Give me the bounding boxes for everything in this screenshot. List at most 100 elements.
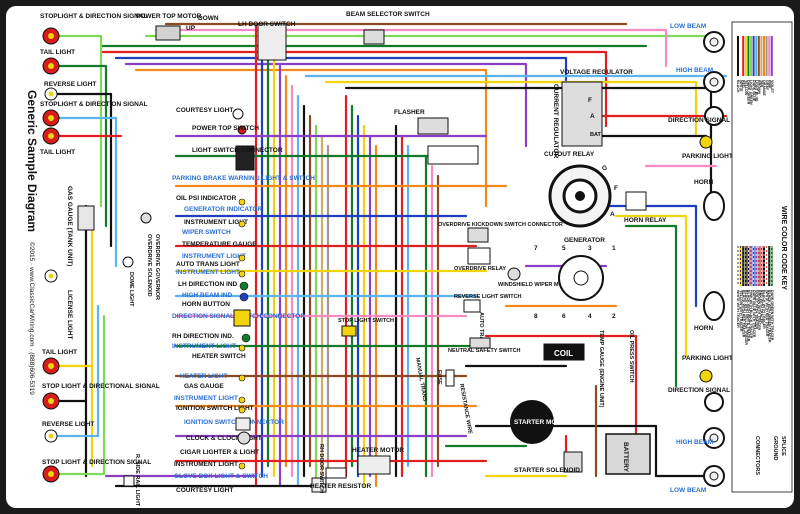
label-flasher: FLASHER: [394, 109, 425, 116]
label-instrument-light-5: INSTRUMENT LIGHT: [174, 395, 238, 402]
label-horn-relay: HORN RELAY: [624, 217, 667, 224]
label-high-beam-top: HIGH BEAM: [676, 67, 713, 74]
label-ignition-switch-connector: IGNITION SWITCH CONNECTOR: [184, 419, 284, 426]
horn-relay: [625, 191, 647, 211]
label-up: UP: [186, 25, 196, 32]
label-direction-signal-top: DIRECTION SIGNAL: [668, 117, 730, 124]
label-overdrive-solenoid: OVERDRIVE SOLENOID: [146, 234, 152, 297]
label-instrument-light-4: INSTRUMENT LIGHT: [172, 343, 236, 350]
label-rh-door-switch: RH DOOR SWITCH: [318, 444, 324, 493]
color-swatch-label: PINK: [767, 80, 771, 89]
label-reverse-light-top: REVERSE LIGHT: [44, 81, 96, 88]
fuse: [445, 369, 455, 387]
color-swatch-label: LIGHT BLUE: [754, 80, 758, 102]
color-swatch-label: PINK WITH BLACK TRACER: [749, 290, 753, 339]
color-swatch-label: RED: [741, 80, 745, 88]
label-horn-bottom: HORN: [694, 325, 713, 332]
clock-gauge: [237, 431, 251, 445]
label-gen-g: G: [602, 165, 607, 172]
lamp-reverse-top: [44, 87, 58, 101]
color-swatch-label: BLACK WITH RED TRACER: [741, 290, 745, 338]
wire-harness: [49, 22, 728, 488]
battery: [605, 433, 651, 475]
color-swatch-label: YELLOW: [744, 80, 748, 96]
label-reg-a: A: [590, 113, 595, 120]
label-dist-2: 2: [612, 313, 616, 320]
lamp-tail-light-2: [42, 127, 60, 145]
headlight-low-beam-top: [703, 31, 725, 53]
coil: [543, 343, 585, 361]
power-top-switch: [237, 125, 247, 135]
label-starter-motor: STARTER MOTOR: [514, 419, 570, 426]
neutral-safety-switch: [469, 337, 491, 349]
label-ignition-switch-light: IGNITION SWITCH LIGHT: [176, 405, 254, 412]
label-reg-bat: BAT: [590, 132, 602, 138]
color-swatch-label: DARK BLUE: [752, 80, 756, 102]
label-gas-gauge: GAS GAUGE: [184, 383, 224, 390]
color-swatch-label: LIGHT GREEN: [749, 80, 753, 105]
lamp-parking-bottom: [699, 369, 713, 383]
label-oil-press-switch: OIL PRESS SWITCH: [628, 330, 634, 382]
color-swatch-label: ORANGE: [762, 80, 766, 96]
reverse-light-switch: [463, 299, 481, 313]
label-dist-4: 4: [588, 313, 592, 320]
color-swatch-label: YELLOW WITH TRACER: [739, 290, 743, 332]
label-dist-7: 7: [534, 245, 538, 252]
label-splice: SPLICE: [780, 436, 786, 456]
label-overdrive-relay: OVERDRIVE RELAY: [454, 266, 506, 272]
label-reverse-light-switch: REVERSE LIGHT SWITCH: [454, 294, 522, 300]
label-stoplight-direction-2: STOPLIGHT & DIRECTION SIGNAL: [40, 101, 148, 108]
label-parking-light-top: PARKING LIGHT: [682, 153, 733, 160]
label-generator-indicator: GENERATOR INDICATOR: [184, 206, 263, 213]
label-stop-light-switch: STOP LIGHT SWITCH: [338, 318, 394, 324]
label-tail-light-top: TAIL LIGHT: [40, 49, 75, 56]
label-beam-selector: BEAM SELECTOR SWITCH: [346, 11, 430, 18]
label-gen-f: F: [614, 185, 618, 192]
color-swatch-label: DARK GREEN WITH TRACER: [770, 290, 774, 341]
direction-signal-switch-connector: [233, 309, 251, 327]
lamp-stop-direction-4: [42, 465, 60, 483]
label-instrument-light-6: INSTRUMENT LIGHT: [174, 461, 238, 468]
headlight-high-beam-top: [703, 71, 725, 93]
label-power-top-motor: POWER TOP MOTOR: [136, 13, 202, 20]
rh-door-switch: [311, 477, 327, 493]
label-glove-box: GLOVE BOX LIGHT & SWITCH: [174, 473, 268, 480]
label-battery: BATTERY: [622, 442, 629, 473]
label-generator: GENERATOR: [564, 237, 605, 244]
voltage-regulator: [561, 81, 603, 147]
color-swatch-label: RED WITH TRACER: [760, 290, 764, 324]
overdrive-governor: [140, 212, 152, 224]
label-gen-a: A: [610, 211, 615, 218]
label-auto-trans-light: AUTO TRANS LIGHT: [176, 261, 240, 268]
label-license-light: LICENSE LIGHT: [66, 290, 73, 340]
label-lh-direction-ind: LH DIRECTION IND: [178, 281, 238, 288]
label-r-side-rail-light: R. SIDE RAIL LIGHT: [134, 454, 140, 507]
label-cutout-relay: CUTOUT RELAY: [544, 151, 595, 158]
label-power-top-switch: POWER TOP SWITCH: [192, 125, 259, 132]
lamp-stoplight-direction-2: [42, 109, 60, 127]
label-instrument-light-2: INSTRUMENT LIGHT: [182, 253, 246, 260]
color-swatch-label: DARK BLUE WITH TRACER: [752, 290, 756, 338]
label-high-beam-ind: HIGH BEAM IND: [182, 292, 233, 299]
fuse-block: [427, 145, 479, 165]
label-overdrive-kickdown: OVERDRIVE KICKDOWN SWITCH CONNECTOR: [438, 222, 563, 228]
label-courtesy-light-bottom: COURTESY LIGHT: [176, 487, 233, 494]
distributor: [558, 255, 604, 301]
label-light-switch-connector: LIGHT SWITCH CONNECTOR: [192, 147, 283, 154]
label-dist-6: 6: [562, 313, 566, 320]
stop-light-switch: [341, 325, 357, 337]
label-tail-light-2: TAIL LIGHT: [40, 149, 75, 156]
headlight-high-beam-bottom: [703, 427, 725, 449]
color-swatch-label: BLACK: [736, 80, 740, 93]
power-top-motor: [155, 25, 181, 41]
label-dist-5: 5: [562, 245, 566, 252]
windshield-wiper-motor: [507, 267, 521, 281]
color-swatch-label: BROWN: [757, 80, 761, 94]
color-key-title: WIRE COLOR CODE KEY: [780, 206, 787, 290]
label-temp-gauge: TEMPERATURE GAUGE: [182, 241, 257, 248]
label-overdrive-governor: OVERDRIVE GOVERNOR: [154, 234, 160, 300]
color-swatch-label: WHITE WITH TRACER: [736, 290, 740, 328]
label-dist-8: 8: [534, 313, 538, 320]
label-temp-gauge-engine: TEMP GAUGE (ENGINE UNIT): [598, 330, 604, 408]
